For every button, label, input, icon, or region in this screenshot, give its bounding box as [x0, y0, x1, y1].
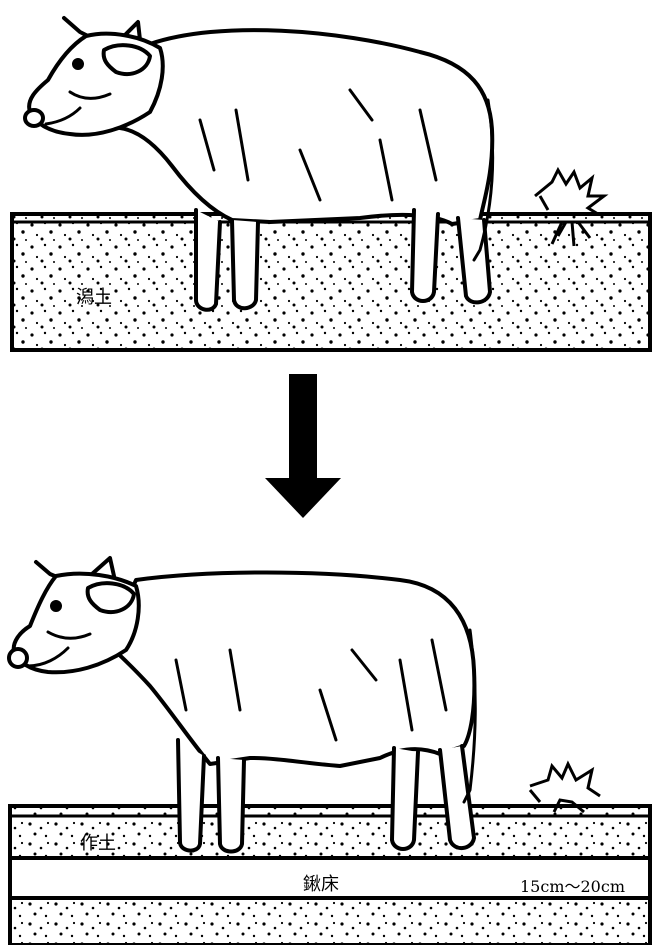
- plow-pan-depth-label: 15cm～20cm: [520, 873, 625, 897]
- bottom-panel: 作土 鍬床 15cm～20cm: [0, 540, 652, 945]
- down-arrow-icon: [0, 360, 652, 540]
- mud-soil-label: 潟土: [76, 283, 112, 309]
- top-panel: 潟土: [0, 0, 652, 360]
- topsoil-label: 作土: [80, 829, 116, 855]
- plow-pan-label: 鍬床: [303, 870, 339, 896]
- transition-arrow: [0, 360, 652, 540]
- mud-soil-layer: [12, 214, 650, 350]
- subsoil-layer: [10, 898, 650, 945]
